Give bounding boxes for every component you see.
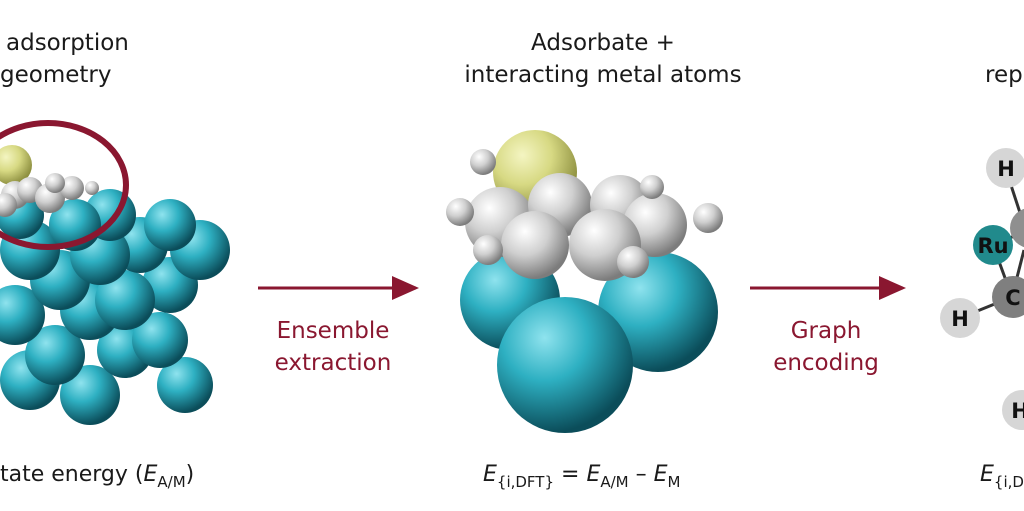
left-title-line1: adsorption — [6, 30, 129, 56]
middle-equation: E{i,DFT} = EA/M – EM — [483, 462, 681, 491]
node-label: H — [951, 307, 969, 331]
node-c — [992, 276, 1024, 318]
arrow2-label-line2: encoding — [773, 350, 879, 376]
node-label: H — [997, 157, 1015, 181]
node-label: H — [1011, 399, 1024, 423]
node-h — [940, 298, 980, 338]
left-caption: tate energy (EA/M) — [0, 462, 195, 491]
arrow1-label-line2: extraction — [274, 350, 392, 376]
right-graph: H Ru C H H — [940, 148, 1024, 430]
highlight-ellipse — [0, 120, 129, 250]
node-label: C — [1005, 286, 1020, 310]
arrow1-label-line1: Ensemble — [276, 318, 390, 344]
middle-adsorbate-cluster — [446, 130, 723, 433]
right-title: rep — [985, 62, 1023, 88]
right-equation: E{i,D — [980, 462, 1024, 491]
node-label: Ru — [977, 234, 1008, 258]
node-c — [1010, 208, 1024, 248]
left-title-line2: geometry — [0, 62, 112, 88]
node-ru — [973, 225, 1013, 265]
node-h — [986, 148, 1024, 188]
node-h — [1002, 390, 1024, 430]
arrow2-label-line1: Graph — [790, 318, 862, 344]
left-metal-cluster — [0, 120, 230, 425]
middle-title-line1: Adsorbate + — [531, 30, 675, 56]
middle-title-line2: interacting metal atoms — [464, 62, 742, 88]
